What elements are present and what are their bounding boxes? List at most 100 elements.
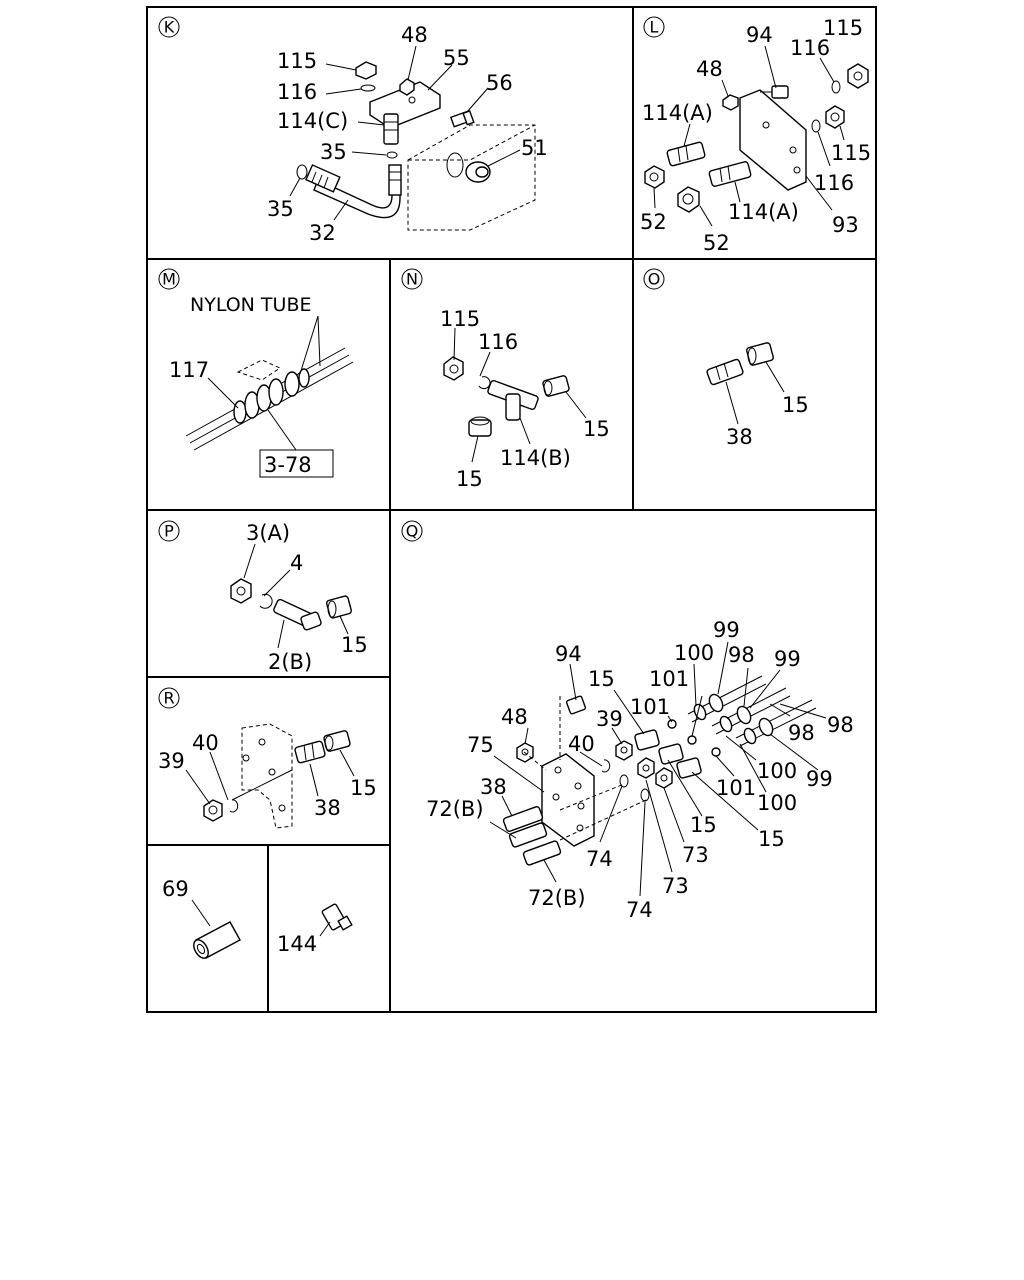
- panel-n-badge: N: [401, 268, 423, 290]
- label-nylon-tube: NYLON TUBE: [190, 294, 312, 316]
- label-15: 15: [782, 393, 809, 417]
- panel-valve: 144: [277, 903, 353, 956]
- snap-ring-4: [259, 593, 273, 609]
- panel-n-leaders: [453, 327, 587, 463]
- label-98-mid: 98: [788, 721, 815, 745]
- label-75: 75: [467, 733, 494, 757]
- label-100-bottom: 100: [757, 791, 797, 815]
- label-15-mid: 15: [690, 813, 717, 837]
- panel-p-leaders: [243, 543, 349, 649]
- nut-15-a: [634, 729, 660, 751]
- label-72b-upper: 72(B): [426, 797, 484, 821]
- nut-15-c: [676, 757, 702, 779]
- label-116: 116: [277, 80, 317, 104]
- nut-115: [355, 61, 377, 80]
- connector-38: [706, 358, 744, 386]
- panel-q-badge: Q: [401, 520, 423, 542]
- label-117: 117: [169, 358, 209, 382]
- label-15-bottom: 15: [456, 467, 483, 491]
- ref-box: [259, 449, 334, 478]
- panel-n: N 115 116 15 114(B) 15: [401, 268, 610, 491]
- panel-k-badge: K: [158, 16, 180, 38]
- nut-73-lower: [655, 767, 673, 789]
- panel-k: K: [158, 16, 548, 245]
- panel-sleeve: 69: [162, 877, 241, 959]
- label-56: 56: [486, 71, 513, 95]
- panel-l: L: [640, 16, 871, 255]
- washer-74-upper: [619, 774, 629, 788]
- svg-text:Q: Q: [406, 522, 419, 541]
- panel-q-leaders: [489, 641, 827, 897]
- nut-15: [326, 595, 352, 619]
- panel-m-leaders: [207, 315, 321, 451]
- label-35-lower: 35: [267, 197, 294, 221]
- label-48: 48: [501, 705, 528, 729]
- label-73-lower: 73: [662, 874, 689, 898]
- label-40: 40: [192, 731, 219, 755]
- label-101-top: 101: [649, 667, 689, 691]
- washer-40: [601, 759, 611, 773]
- panel-q: Q: [401, 520, 854, 922]
- label-114b: 114(B): [500, 446, 571, 470]
- label-116-top: 116: [790, 36, 830, 60]
- label-101-bottom: 101: [716, 776, 756, 800]
- label-72b-lower: 72(B): [528, 886, 586, 910]
- label-73-upper: 73: [682, 843, 709, 867]
- nut-15-upper: [542, 375, 570, 397]
- leader-144: [319, 921, 331, 937]
- label-32: 32: [309, 221, 336, 245]
- svg-text:K: K: [164, 18, 175, 37]
- label-15: 15: [350, 776, 377, 800]
- nut-73-upper: [637, 757, 655, 779]
- tube-98-lower: [735, 699, 817, 747]
- bolt-94: [760, 85, 789, 99]
- panel-l-badge: L: [643, 16, 665, 38]
- nut-52-upper: [644, 165, 665, 189]
- nut-39: [615, 740, 633, 761]
- connector-38: [294, 740, 326, 764]
- label-94: 94: [746, 23, 773, 47]
- label-39: 39: [596, 707, 623, 731]
- washer-116: [360, 84, 376, 92]
- mounting-block: [407, 124, 536, 231]
- label-38: 38: [726, 425, 753, 449]
- label-15-right: 15: [758, 827, 785, 851]
- label-3a: 3(A): [246, 521, 290, 545]
- label-99-bottom: 99: [806, 767, 833, 791]
- label-74-upper: 74: [586, 847, 613, 871]
- elbow-2b: [273, 598, 322, 631]
- label-38: 38: [480, 775, 507, 799]
- panel-o-leaders: [725, 361, 785, 425]
- label-115: 115: [440, 307, 480, 331]
- connector-72b-lower: [522, 840, 562, 866]
- label-2b: 2(B): [268, 650, 312, 674]
- label-48: 48: [696, 57, 723, 81]
- svg-text:N: N: [406, 270, 418, 289]
- washer-74-lower: [640, 788, 650, 802]
- label-40: 40: [568, 732, 595, 756]
- leader-69: [191, 899, 211, 927]
- plate-75: [541, 753, 595, 847]
- tube-98-upper: [687, 675, 767, 723]
- panel-p: P 3(A) 4 15 2(B): [158, 520, 368, 674]
- label-99-top: 99: [713, 618, 740, 642]
- panel-o: O 15 38: [643, 268, 809, 449]
- label-116: 116: [478, 330, 518, 354]
- panel-m-badge: M: [158, 268, 180, 290]
- label-55: 55: [443, 46, 470, 70]
- snap-ring-116: [478, 376, 491, 390]
- label-115-top: 115: [823, 16, 863, 40]
- label-52-left: 52: [640, 210, 667, 234]
- nut-101-a: [667, 719, 677, 729]
- label-51: 51: [521, 136, 548, 160]
- panel-m: M NYLON TUBE 117 3-78: [158, 268, 354, 478]
- union-114c: [383, 113, 399, 145]
- label-98-top: 98: [728, 643, 755, 667]
- washer-116-mid: [811, 119, 821, 133]
- svg-text:M: M: [162, 270, 176, 289]
- plate-93: [739, 89, 807, 191]
- label-48: 48: [401, 23, 428, 47]
- nut-48: [399, 78, 415, 96]
- label-115-mid: 115: [831, 141, 871, 165]
- panel-k-leaders: [289, 45, 521, 221]
